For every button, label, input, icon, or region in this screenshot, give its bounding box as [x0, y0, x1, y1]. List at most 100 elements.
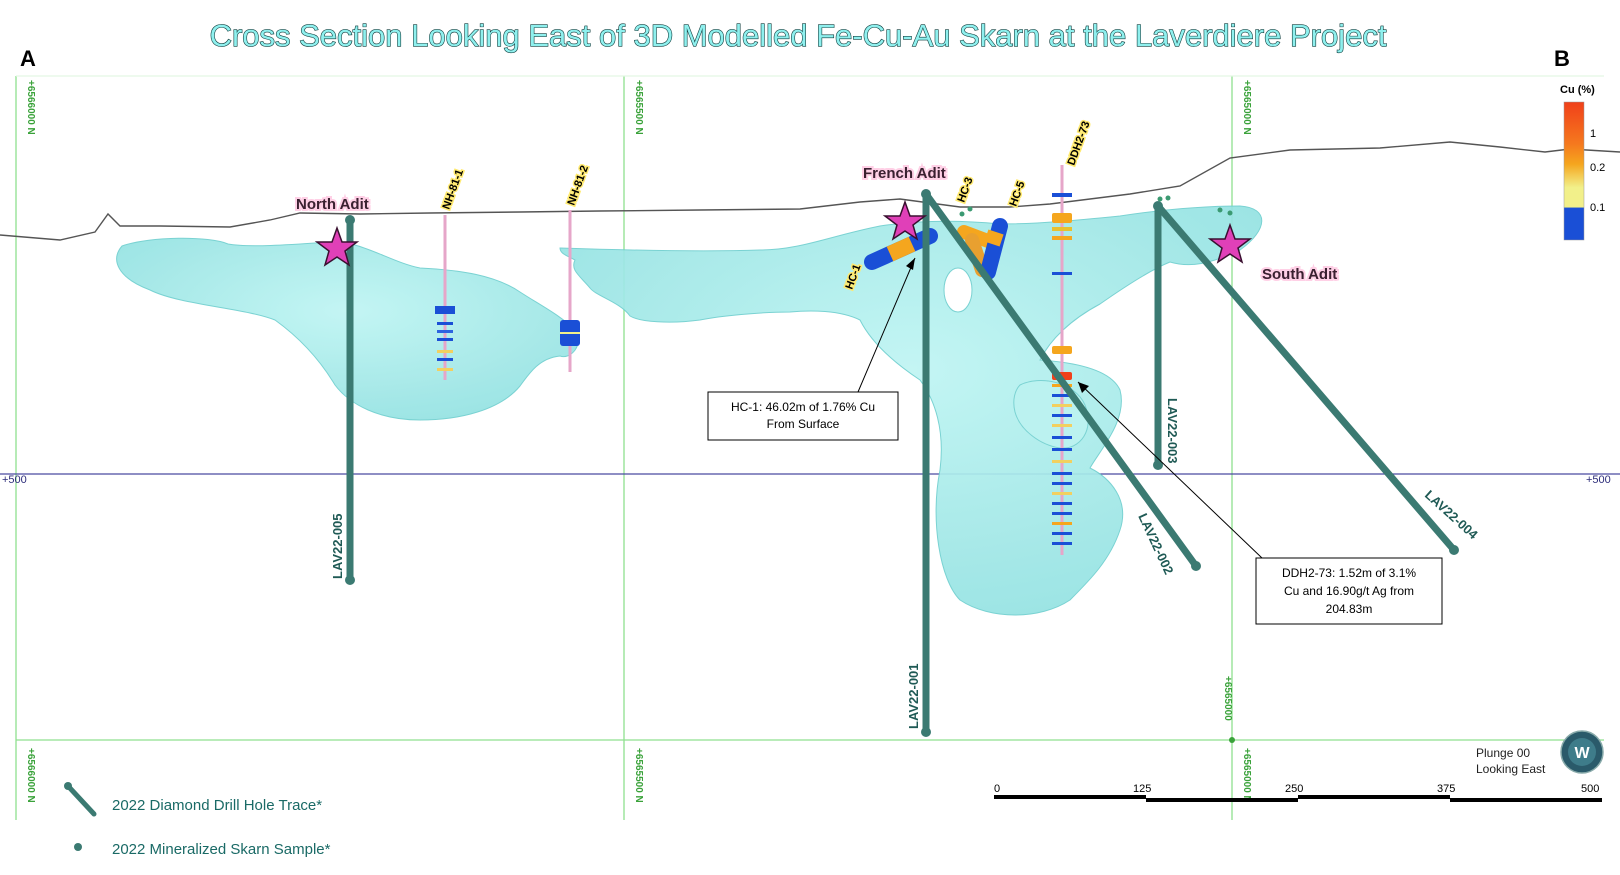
cu-interval	[1052, 460, 1072, 463]
cu-interval	[437, 338, 453, 341]
cu-intervals-nh812	[560, 320, 580, 346]
skarn-body-central	[559, 205, 1263, 616]
plunge-label: Plunge 00	[1476, 746, 1530, 760]
north-adit-label: North Adit	[296, 196, 369, 213]
legend-drill-trace-label: 2022 Diamond Drill Hole Trace*	[112, 797, 322, 814]
scale-label-125: 125	[1133, 783, 1151, 795]
cu-interval	[1052, 542, 1072, 545]
grid-label-bottom-3: +6565000 N	[1241, 748, 1252, 803]
hc-1-interval	[886, 236, 916, 262]
grid	[15, 75, 1604, 820]
cu-interval	[560, 332, 580, 334]
callout-hc1-line2: From Surface	[767, 417, 840, 431]
drill-collar	[921, 189, 931, 199]
section-end-b: B	[1554, 46, 1570, 71]
diagram-title: Cross Section Looking East of 3D Modelle…	[210, 18, 1387, 53]
cu-interval	[437, 350, 453, 353]
drill-end	[345, 575, 355, 585]
topography-surface	[0, 141, 1620, 241]
cu-interval	[1052, 502, 1072, 505]
skarn-sample	[967, 206, 973, 212]
cu-interval	[1052, 448, 1072, 451]
cu-interval	[1052, 227, 1072, 231]
cu-legend: Cu (%) 1 0.2 0.1	[1560, 84, 1605, 241]
callout-hc1-arrowhead	[906, 258, 915, 270]
legend-skarn-sample-label: 2022 Mineralized Skarn Sample*	[112, 841, 331, 858]
view-direction-icon: W	[1560, 730, 1604, 774]
drill-holes-2022	[346, 190, 1458, 736]
drill-hole-ends	[345, 189, 1459, 737]
cu-interval	[1052, 346, 1072, 354]
hole-label-hc-3: HC-3	[956, 176, 976, 204]
elevation-label-right: +500	[1586, 474, 1611, 486]
cu-interval	[1052, 424, 1072, 427]
hole-label-lav22-003: LAV22-003	[1165, 398, 1180, 464]
skarn-sample	[1227, 210, 1233, 216]
south-adit-star	[1207, 222, 1253, 264]
cu-interval	[1052, 414, 1072, 417]
cu-intervals-nh811	[435, 306, 455, 371]
elevation-label-left: +500	[2, 474, 27, 486]
adit-stars	[314, 199, 1253, 267]
south-adit-label: South Adit	[1262, 266, 1337, 283]
cu-interval	[1052, 522, 1072, 525]
skarn-sample	[1157, 196, 1163, 202]
skarn-sample	[1165, 195, 1171, 201]
scale-seg	[994, 795, 1146, 799]
callout-ddh-line1: DDH2-73: 1.52m of 3.1%	[1282, 566, 1416, 580]
hole-label-lav22-005: LAV22-005	[330, 513, 345, 579]
hole-label-lav22-004: LAV22-004	[1422, 487, 1481, 542]
cu-legend-tick-02: 0.2	[1590, 162, 1605, 174]
hole-label-lav22-002: LAV22-002	[1135, 511, 1176, 577]
cu-legend-tick-1: 1	[1590, 128, 1596, 140]
cu-interval	[1052, 482, 1072, 485]
cu-interval	[1052, 512, 1072, 515]
cu-interval	[1052, 213, 1072, 223]
svg-text:W: W	[1574, 745, 1590, 762]
scale-label-375: 375	[1437, 783, 1455, 795]
callout-ddh-leader	[1077, 381, 1263, 559]
drill-collar	[1153, 201, 1163, 211]
grid-label-top-3: +6565000 N	[1241, 80, 1252, 135]
grid-labels: +6566000 N +6565500 N +6565000 N +656600…	[25, 80, 1252, 803]
hole-label-nh-81-2: NH-81-2	[566, 164, 591, 207]
legend-drill-trace-icon	[65, 783, 97, 817]
callout-ddh: DDH2-73: 1.52m of 3.1% Cu and 16.90g/t A…	[1077, 381, 1443, 625]
grid-node-marker	[1229, 737, 1235, 743]
hole-label-lav22-001: LAV22-001	[906, 663, 921, 729]
grid-label-top-2: +6565500 N	[633, 80, 644, 135]
cu-interval	[1052, 272, 1072, 275]
cu-interval	[1052, 436, 1072, 439]
legend-skarn-sample-icon	[74, 843, 82, 851]
callout-hc1: HC-1: 46.02m of 1.76% Cu From Surface	[707, 257, 916, 441]
callout-ddh-arrowhead	[1078, 382, 1089, 393]
cu-interval	[1052, 404, 1072, 407]
lav22-004-trace	[1154, 202, 1458, 554]
grid-label-mid: +6565000	[1222, 676, 1233, 721]
skarn-window	[943, 267, 973, 313]
skarn-samples	[959, 195, 1233, 217]
scale-label-250: 250	[1285, 783, 1303, 795]
cu-legend-bar	[1563, 101, 1585, 241]
grid-label-top-1: +6566000 N	[25, 80, 36, 135]
cu-interval	[1052, 492, 1072, 495]
drill-end	[1153, 460, 1163, 470]
scale-label-500: 500	[1581, 783, 1599, 795]
cu-interval	[1052, 394, 1072, 397]
grid-label-bottom-2: +6565500 N	[633, 748, 644, 803]
callout-ddh-line3: 204.83m	[1326, 602, 1373, 616]
view-direction-label: Looking East	[1476, 762, 1546, 776]
french-adit-star	[882, 199, 928, 241]
drill-end	[921, 727, 931, 737]
north-adit-star	[314, 225, 360, 267]
callout-hc1-leader	[857, 257, 916, 393]
skarn-sample	[959, 211, 965, 217]
scale-bar: 0 125 250 375 500	[994, 783, 1602, 802]
cu-legend-tick-01: 0.1	[1590, 202, 1605, 214]
cu-interval	[1052, 236, 1072, 240]
cu-interval	[1052, 472, 1072, 475]
cu-interval	[435, 306, 455, 314]
callout-ddh-box	[1255, 557, 1443, 625]
french-adit-label: French Adit	[863, 165, 946, 182]
